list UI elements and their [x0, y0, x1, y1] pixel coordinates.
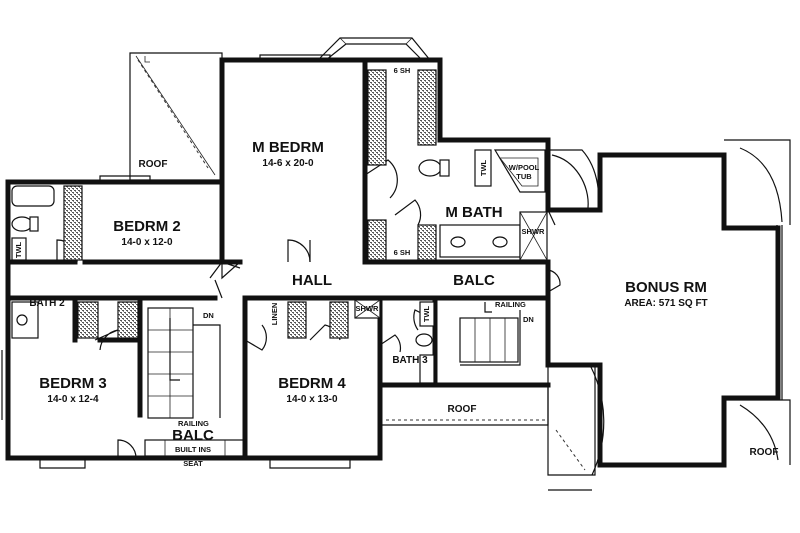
bedrm4-dims: 14-0 x 13-0 — [286, 394, 338, 405]
bedrm4-name: BEDRM 4 — [278, 375, 346, 392]
roof-label-right: ROOF — [750, 447, 779, 458]
balc-lower-label: BALC — [172, 427, 214, 444]
seat-label: SEAT — [183, 459, 203, 468]
roof-right — [547, 364, 605, 491]
roof-label-middle: ROOF — [448, 404, 477, 415]
balc-upper-label: BALC — [453, 272, 495, 289]
built-ins-label: BUILT INS — [175, 445, 211, 454]
shwr-master-label: SHWR — [522, 227, 545, 236]
bedrm3-dims: 14-0 x 12-4 — [47, 394, 99, 405]
six-sh-top-label: 6 SH — [394, 66, 411, 75]
room-labels: M BEDRM 14-6 x 20-0 BEDRM 2 14-0 x 12-0 … — [29, 139, 707, 444]
shwr-bath3-label: SHWR — [356, 304, 379, 313]
stairs-right — [459, 302, 521, 366]
fixture-labels: 6 SH 6 SH TWL TWL TWL W/POOL TUB SHWR SH… — [14, 66, 545, 468]
roof-label-top-left: ROOF — [139, 159, 168, 170]
dn-right-label: DN — [523, 315, 534, 324]
closets — [63, 69, 437, 339]
hall-label: HALL — [292, 272, 332, 289]
windows — [1, 54, 351, 469]
m-bedrm-dims: 14-6 x 20-0 — [262, 158, 314, 169]
stairs — [144, 307, 246, 457]
roof-top-center — [317, 37, 431, 61]
twl-bath3-label: TWL — [422, 305, 431, 322]
twl-bath2-label: TWL — [14, 241, 23, 258]
railing-upper-label: RAILING — [495, 300, 526, 309]
roof-labels: ROOF ROOF ROOF — [139, 159, 779, 458]
m-bath-label: M BATH — [445, 204, 502, 221]
whirlpool-label-1: W/POOL — [509, 163, 540, 172]
fixtures — [11, 149, 548, 384]
six-sh-bottom-label: 6 SH — [394, 248, 411, 257]
railing-lower-label: RAILING — [178, 419, 209, 428]
walls — [5, 57, 781, 468]
bedrm2-name: BEDRM 2 — [113, 218, 181, 235]
bath2-label: BATH 2 — [29, 298, 65, 309]
bath3-label: BATH 3 — [392, 355, 428, 366]
whirlpool-label-2: TUB — [516, 172, 532, 181]
m-bedrm-name: M BEDRM — [252, 139, 324, 156]
dn-left-label: DN — [203, 311, 214, 320]
bonus-rm-area: AREA: 571 SQ FT — [624, 298, 707, 309]
bedrm2-dims: 14-0 x 12-0 — [121, 237, 173, 248]
linen-label: LINEN — [270, 303, 279, 326]
bedrm3-name: BEDRM 3 — [39, 375, 107, 392]
twl-master-label: TWL — [479, 159, 488, 176]
bonus-rm-name: BONUS RM — [625, 279, 707, 296]
